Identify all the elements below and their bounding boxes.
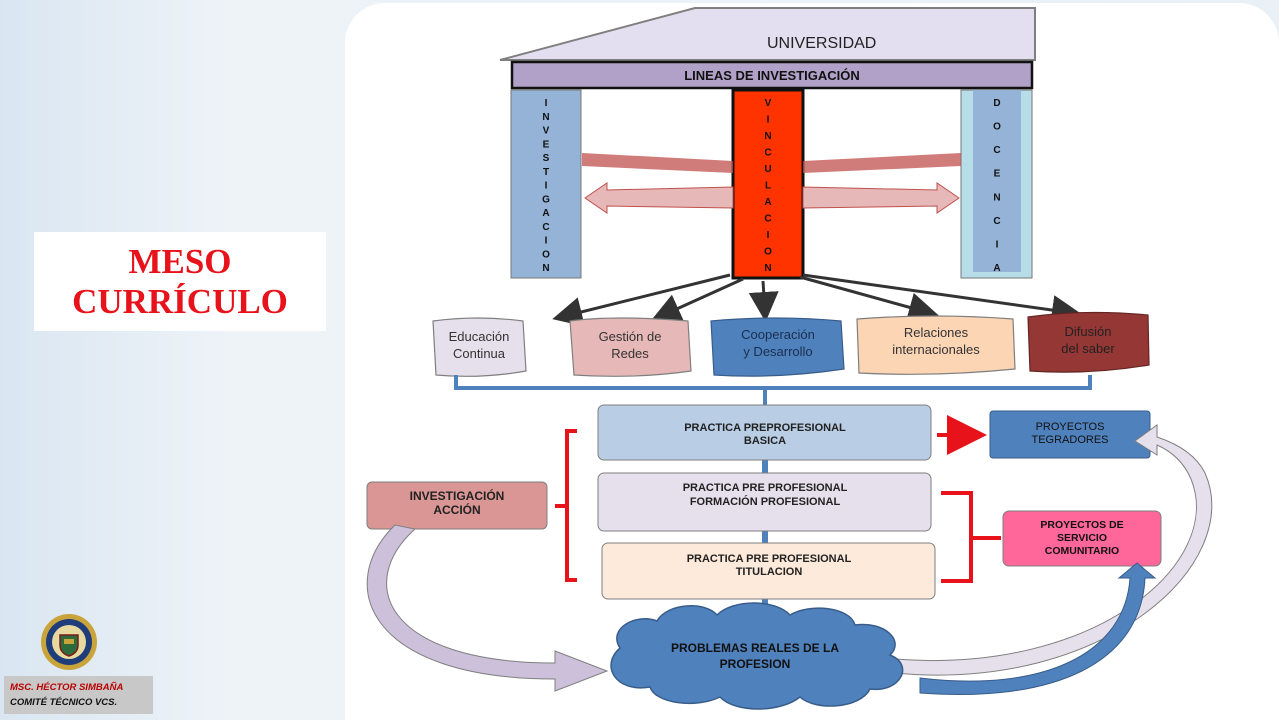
branch-arrows	[552, 273, 1082, 327]
practice-basica: PRACTICA PREPROFESIONAL BASICA	[597, 404, 932, 461]
practice-formacion-line1: PRACTICA PRE PROFESIONAL	[683, 482, 848, 494]
slide-title: MESO CURRÍCULO	[34, 232, 326, 331]
branch-cooperacion: Cooperación y Desarrollo	[710, 317, 845, 377]
double-arrow-right	[802, 182, 960, 214]
practice-titulacion-line2: TITULACION	[736, 566, 803, 578]
lintel-label: LINEAS DE INVESTIGACIÓN	[684, 68, 860, 83]
research-lines-bar: LINEAS DE INVESTIGACIÓN	[510, 60, 1034, 90]
proyectos-integradores-line2: TEGRADORES	[1031, 434, 1108, 446]
double-arrow-left	[584, 182, 734, 214]
band-left	[582, 153, 733, 173]
problemas-line1: PROBLEMAS REALES DE LA	[671, 641, 839, 655]
branch-educacion: Educación Continua	[432, 317, 527, 377]
proyectos-servicio-line1: PROYECTOS DE	[1040, 519, 1123, 531]
branch-gestion-line2: Redes	[611, 346, 649, 361]
curved-arrow-problemas-to-servicio	[919, 562, 1157, 695]
right-red-bracket	[941, 491, 1001, 583]
author-name: MSC. HÉCTOR SIMBAÑA	[10, 682, 124, 693]
practice-titulacion: PRACTICA PRE PROFESIONAL TITULACION	[601, 542, 936, 600]
practice-basica-line1: PRACTICA PREPROFESIONAL	[684, 422, 846, 434]
university-seal-icon	[41, 614, 97, 670]
branch-relaciones-line1: Relaciones	[904, 325, 969, 340]
proyectos-integradores-line1: PROYECTOS	[1036, 421, 1105, 433]
author-role: COMITÉ TÉCNICO VCS.	[10, 697, 118, 708]
problemas-cloud: PROBLEMAS REALES DE LA PROFESION	[610, 602, 904, 710]
band-right	[803, 153, 961, 173]
slide-title-line2: CURRÍCULO	[72, 281, 288, 321]
branch-cooperacion-line1: Cooperación	[741, 327, 815, 342]
proyectos-integradores-box: PROYECTOS TEGRADORES	[989, 410, 1151, 459]
proyectos-servicio-line3: COMUNITARIO	[1045, 545, 1119, 557]
branch-difusion: Difusión del saber	[1027, 311, 1150, 373]
left-red-bracket	[555, 429, 577, 582]
practice-basica-line2: BASICA	[744, 435, 786, 447]
investigacion-accion-box: INVESTIGACIÓN ACCIÓN	[366, 481, 548, 530]
problemas-line2: PROFESION	[720, 657, 791, 671]
branch-relaciones-line2: internacionales	[892, 342, 980, 357]
branch-cooperacion-line2: y Desarrollo	[743, 344, 812, 359]
practice-formacion-line2: FORMACIÓN PROFESIONAL	[690, 495, 841, 508]
slide-title-line1: MESO	[128, 241, 232, 281]
roof-label: UNIVERSIDAD	[767, 35, 876, 52]
branch-difusion-line2: del saber	[1061, 341, 1115, 356]
branch-difusion-line1: Difusión	[1065, 324, 1112, 339]
branch-relaciones: Relaciones internacionales	[856, 315, 1016, 375]
slide-left-area: MESO CURRÍCULO MSC. HÉCTOR SIMBAÑA COMIT…	[0, 0, 345, 720]
investigacion-accion-line1: INVESTIGACIÓN	[410, 488, 505, 503]
investigacion-accion-line2: ACCIÓN	[433, 502, 480, 517]
branch-educacion-line2: Continua	[453, 346, 506, 361]
practice-titulacion-line1: PRACTICA PRE PROFESIONAL	[687, 553, 852, 565]
branch-gestion-line1: Gestión de	[599, 329, 662, 344]
branches-bracket	[454, 375, 1092, 405]
author-credit: MSC. HÉCTOR SIMBAÑA COMITÉ TÉCNICO VCS.	[4, 676, 153, 714]
branch-gestion: Gestión de Redes	[569, 317, 692, 377]
branch-educacion-line1: Educación	[449, 329, 510, 344]
curved-arrow-accion-to-problemas	[366, 524, 609, 692]
practice-formacion: PRACTICA PRE PROFESIONAL FORMACIÓN PROFE…	[597, 472, 932, 532]
proyectos-servicio-box: PROYECTOS DE SERVICIO COMUNITARIO	[1002, 510, 1162, 567]
proyectos-servicio-line2: SERVICIO	[1057, 532, 1107, 544]
university-roof: UNIVERSIDAD	[499, 7, 1036, 61]
